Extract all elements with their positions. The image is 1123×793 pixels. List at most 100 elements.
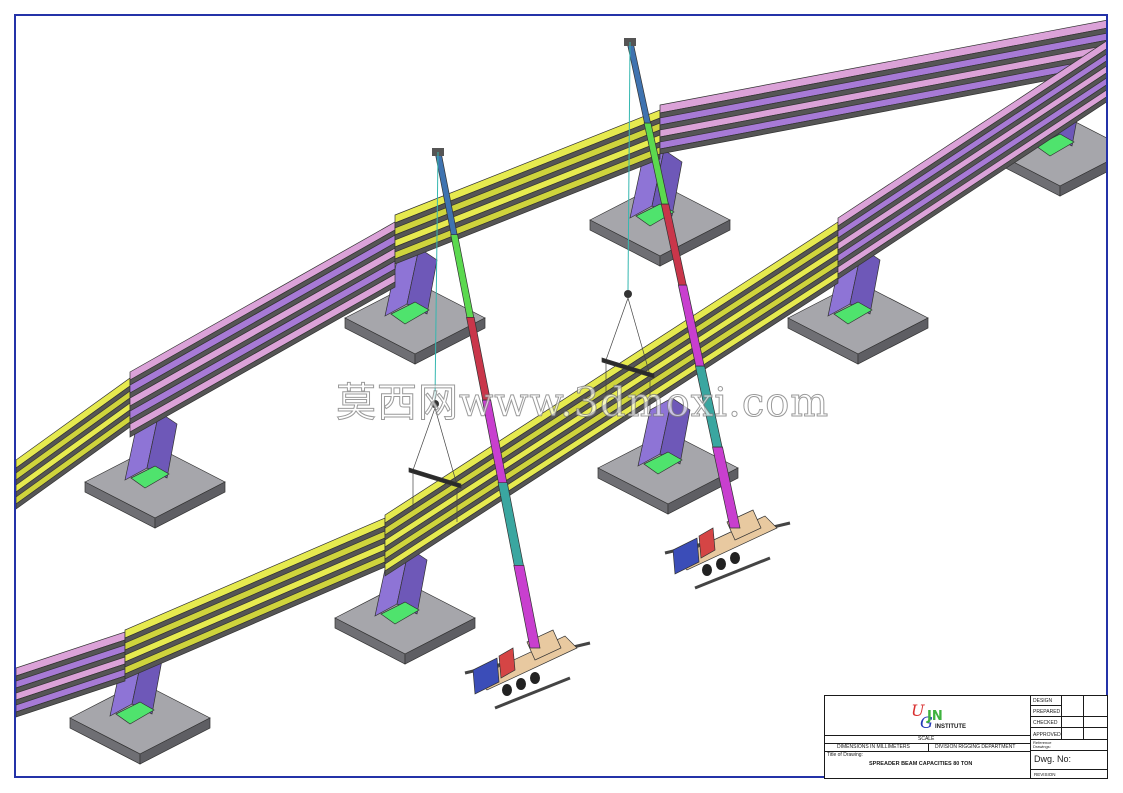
svg-text:U: U (911, 701, 925, 720)
girder-web (16, 675, 126, 718)
girder-run (394, 109, 661, 265)
hoist-line (434, 151, 439, 401)
girder-web (394, 153, 661, 265)
pier-footing-side (139, 717, 211, 765)
crane-wheel (516, 678, 526, 690)
crane-wheel (530, 672, 540, 684)
drawing-title-cell (825, 752, 1031, 779)
crane-boom-section (513, 564, 541, 649)
girder-run (837, 40, 1106, 280)
scale-label: SCALE (918, 736, 935, 742)
crane-boom-section (643, 122, 669, 205)
crane-hook (431, 400, 439, 408)
spreader-beam (408, 467, 462, 489)
approval-prepared: PREPARED (1033, 709, 1061, 715)
girder-run (659, 20, 1106, 155)
department-label: DIVISION RIGGING DEPARTMENT (935, 744, 1016, 750)
dwg-no-cell (1031, 751, 1107, 770)
drawing-frame (14, 14, 1108, 778)
crane-superstructure (526, 629, 562, 661)
approval-approved: APPROVED (1033, 732, 1061, 738)
bridge-pier (344, 247, 486, 365)
girder-web (837, 72, 1106, 256)
crane-boom-section (694, 365, 723, 448)
bridge-pier (787, 247, 929, 365)
pier-footing-side (1059, 161, 1106, 197)
revision-label: REVISION (1034, 772, 1056, 777)
institute-text: INSTITUTE (935, 724, 966, 730)
pier-footing-side (404, 617, 476, 665)
mobile-crane (408, 148, 591, 710)
girder-web (659, 64, 1106, 155)
girder-web (659, 28, 1106, 119)
crane-cab-panel (498, 647, 516, 679)
pier-group (69, 79, 1106, 765)
bridge-pier (84, 411, 226, 529)
crane-wheel (730, 552, 740, 564)
reference-label: Reference Drawings: (1033, 740, 1052, 749)
pier-footing-side (414, 317, 486, 365)
crane-boom-section (660, 203, 687, 286)
svg-text:G: G (920, 713, 933, 732)
spreader-beam (601, 357, 655, 379)
crane-cab (672, 537, 700, 575)
reference-cell (1031, 740, 1107, 751)
girder-web (837, 48, 1106, 232)
crane-cab (472, 657, 500, 695)
pier-footing-side (154, 481, 226, 529)
girder-web (837, 96, 1106, 280)
crane-boom-section (677, 284, 705, 367)
girder-run (16, 631, 126, 718)
approval-checked: CHECKED (1033, 720, 1058, 726)
crane-group (408, 38, 791, 710)
logo-cell (825, 696, 1031, 736)
crane-superstructure (726, 509, 762, 541)
approval-design: DESIGN (1033, 698, 1053, 704)
crane-wheel (702, 564, 712, 576)
pier-bearing (643, 451, 683, 475)
crane-wheel (502, 684, 512, 696)
girder-web (659, 40, 1106, 131)
girder-web (659, 52, 1106, 143)
sling-line (605, 297, 629, 361)
title-block: U G JN INSTITUTE SCALE DIMENSIONS IN MIL… (824, 695, 1108, 779)
girder-run (124, 517, 386, 680)
dwg-no-label: Dwg. No: (1034, 754, 1072, 764)
girder-web (129, 281, 396, 438)
crane-boom-section (712, 446, 741, 529)
sling-line (627, 297, 651, 376)
girder-web (837, 84, 1106, 268)
dimensions-label: DIMENSIONS IN MILLIMETERS (837, 744, 910, 750)
girder-run (129, 221, 396, 438)
svg-text:JN: JN (926, 709, 943, 724)
crane-outrigger (494, 676, 571, 710)
crane-hook (624, 290, 632, 298)
hoist-line (627, 41, 631, 291)
bridge-pier (69, 647, 211, 765)
department-cell (929, 744, 1031, 752)
crane-outrigger (694, 556, 771, 590)
pier-footing-side (857, 317, 929, 365)
pier-bearing (390, 301, 430, 325)
pier-bearing (380, 601, 420, 625)
girder-web (837, 60, 1106, 244)
scale-cell (825, 736, 1031, 744)
pier-bearing (833, 301, 873, 325)
sling-line (412, 407, 436, 471)
girder-run (16, 377, 131, 510)
title-of-drawing-label: Title of Drawing: (827, 752, 863, 758)
crane-boom-section (466, 316, 491, 401)
crane-boom-section (450, 234, 475, 318)
bridge-pier (597, 397, 739, 515)
dimensions-cell (825, 744, 929, 752)
mobile-crane (601, 38, 791, 590)
crane-cab-panel (698, 527, 716, 559)
institute-logo-icon: U G JN (911, 701, 943, 732)
crane-wheel (716, 558, 726, 570)
crane-boom-section (481, 399, 508, 484)
girder-web (129, 268, 396, 425)
sling-line (434, 407, 458, 486)
pier-bearing (130, 465, 170, 489)
